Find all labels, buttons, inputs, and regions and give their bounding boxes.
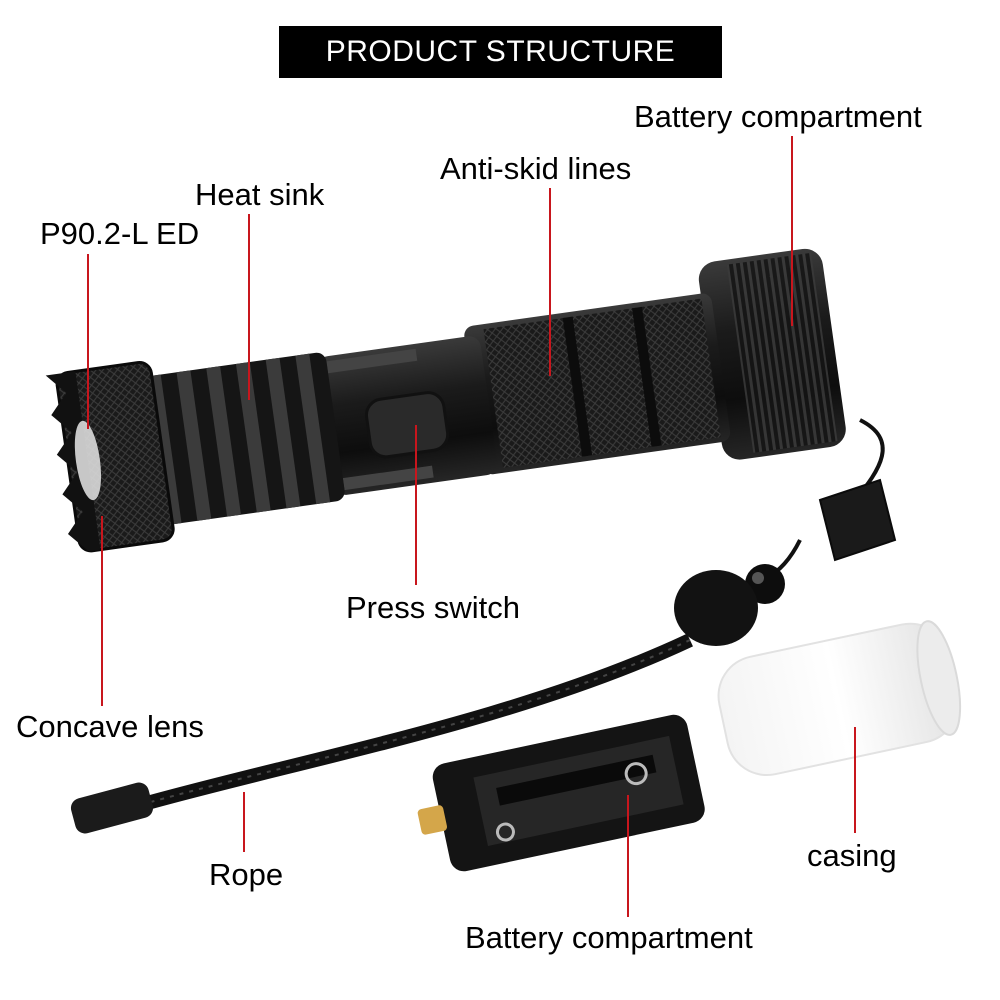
- leader-heat-sink: [248, 214, 250, 400]
- label-battery-compartment-bottom: Battery compartment: [465, 920, 753, 955]
- leader-press-switch: [415, 425, 417, 585]
- label-press-switch: Press switch: [346, 590, 520, 625]
- label-concave-lens: Concave lens: [16, 709, 204, 744]
- battery-holder: [417, 714, 705, 872]
- page-title: PRODUCT STRUCTURE: [325, 35, 676, 68]
- label-led: P90.2-L ED: [40, 216, 200, 251]
- label-anti-skid-lines: Anti-skid lines: [440, 151, 632, 186]
- leader-concave-lens: [101, 516, 103, 706]
- leader-led: [87, 254, 89, 429]
- leader-battery-compartment-bottom: [627, 795, 629, 917]
- label-battery-compartment-top: Battery compartment: [634, 99, 922, 134]
- label-casing: casing: [807, 838, 897, 873]
- lanyard: [70, 418, 897, 834]
- casing-tube: [717, 620, 962, 777]
- title-banner: PRODUCT STRUCTURE: [279, 26, 722, 78]
- label-heat-sink: Heat sink: [195, 177, 325, 212]
- leader-battery-compartment-top: [791, 136, 793, 326]
- leader-rope: [243, 792, 245, 852]
- flashlight: [45, 248, 846, 553]
- leader-anti-skid: [549, 188, 551, 376]
- leader-casing: [854, 727, 856, 833]
- label-rope: Rope: [209, 857, 284, 892]
